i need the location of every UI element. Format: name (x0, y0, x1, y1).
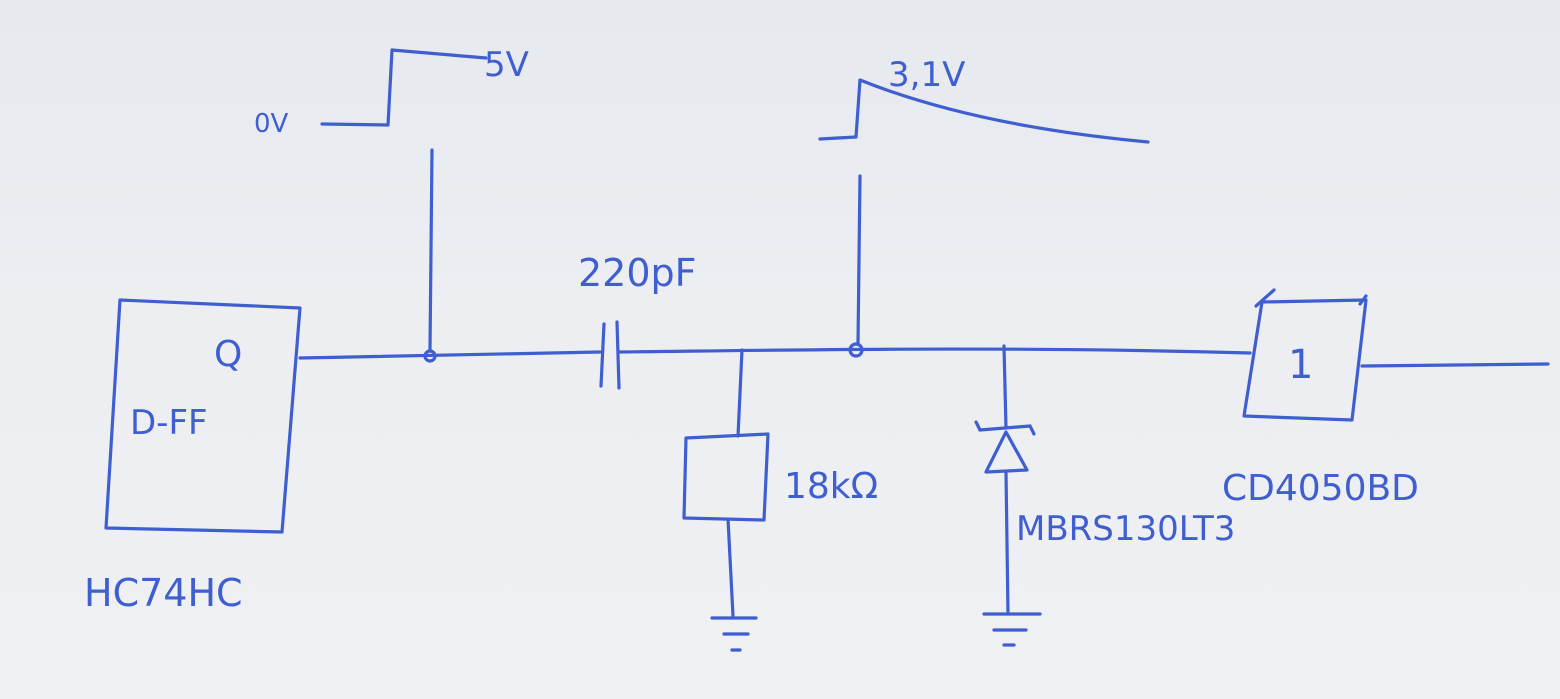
buffer-corner-mark-tr (1358, 294, 1368, 306)
capacitor-value-label: 220pF (578, 251, 697, 295)
buffer-symbol-label: 1 (1288, 342, 1313, 388)
flipflop-box (104, 298, 302, 534)
input-low-label: 0V (254, 109, 289, 139)
resistor-bottom-wire (726, 517, 735, 618)
buffer-corner-mark-tl (1254, 288, 1276, 308)
ground-icon-resistor (710, 616, 758, 652)
flipflop-part-label: HC74HC (84, 571, 243, 615)
wire-buffer-out (1360, 362, 1550, 368)
capacitor-symbol (599, 320, 621, 390)
input-waveform (320, 48, 488, 127)
resistor-value-label: 18kΩ (784, 466, 878, 507)
input-high-label: 5V (484, 45, 529, 85)
output-peak-label: 3,1V (888, 55, 965, 95)
probe-node-output (848, 342, 864, 358)
wire-ff-to-cap (298, 350, 602, 360)
wire-cap-to-buffer (618, 347, 1252, 355)
resistor-top-wire (736, 348, 744, 438)
schottky-diode-symbol (974, 420, 1036, 474)
diode-part-label: MBRS130LT3 (1016, 509, 1235, 549)
probe-line-input (428, 148, 434, 353)
ground-icon-diode (982, 612, 1042, 647)
diode-bottom-wire (1004, 470, 1010, 616)
flipflop-type-label: D-FF (130, 403, 208, 443)
output-waveform (818, 78, 1150, 144)
buffer-box (1242, 298, 1368, 422)
resistor-symbol (682, 432, 770, 522)
flipflop-q-label: Q (214, 334, 242, 375)
buffer-part-label: CD4050BD (1222, 468, 1419, 509)
probe-line-output (856, 174, 862, 346)
diode-top-wire (1002, 344, 1008, 430)
